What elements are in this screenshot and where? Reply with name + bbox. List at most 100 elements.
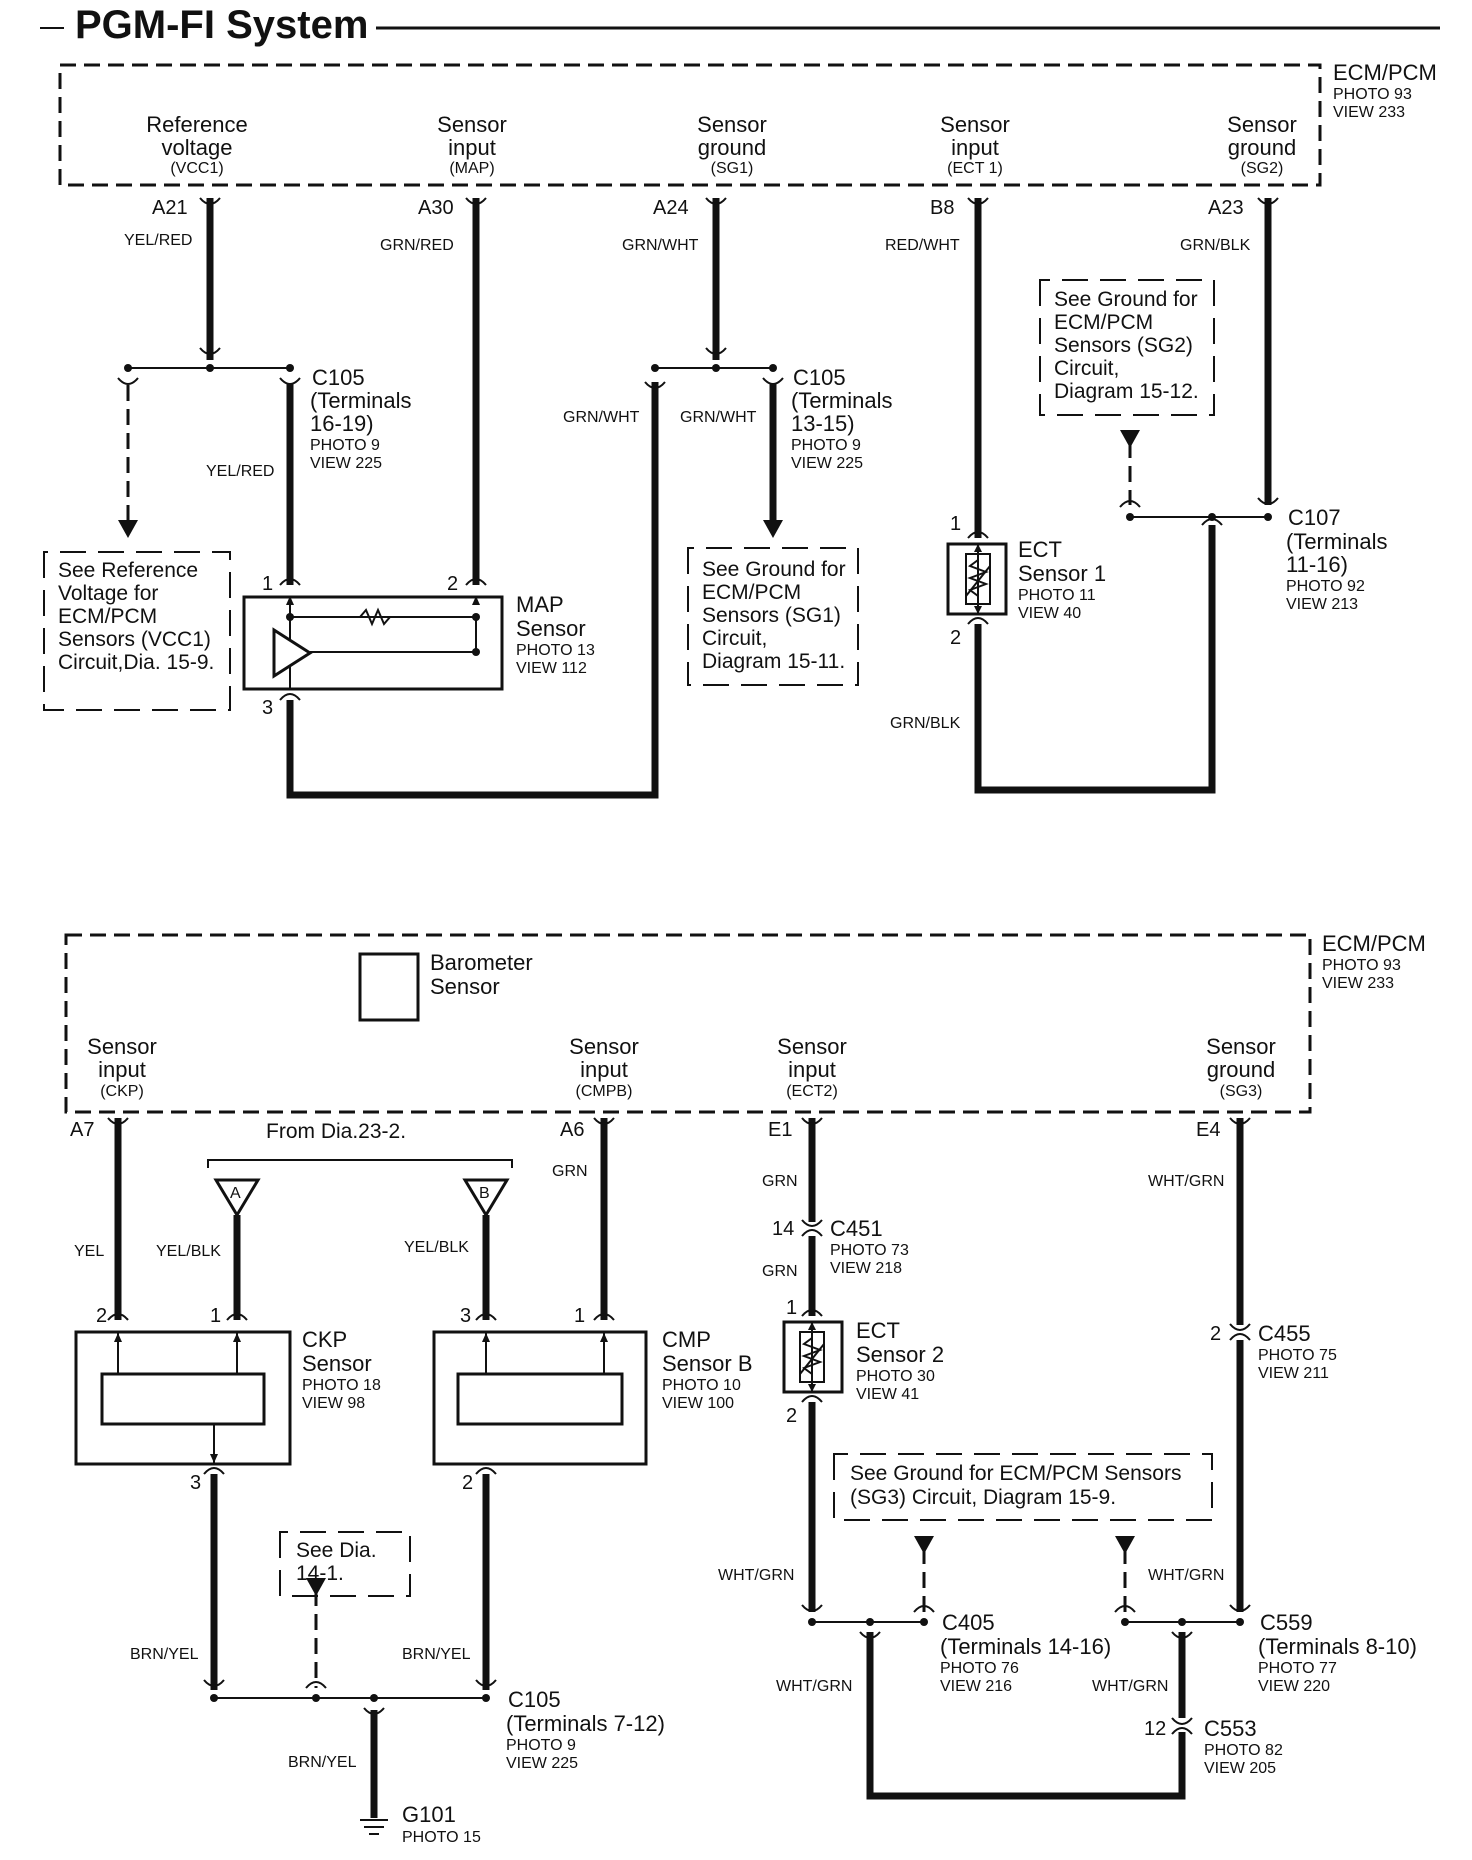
terminal-label-sg2: Sensor ground (SG2) — [1227, 112, 1297, 177]
svg-text:MAP: MAP — [516, 592, 564, 617]
from-dia-label: From Dia.23-2. — [266, 1120, 406, 1143]
wire-label-grn-wht-left: GRN/WHT — [563, 409, 640, 426]
connector-c455: C455 PHOTO 75 VIEW 211 — [1258, 1321, 1337, 1382]
svg-text:VIEW 220: VIEW 220 — [1258, 1678, 1330, 1695]
svg-text:(Terminals 8-10): (Terminals 8-10) — [1258, 1634, 1417, 1659]
wire-label-ect2-ground: WHT/GRN — [718, 1567, 794, 1584]
wire-label-c405-left: WHT/GRN — [776, 1678, 852, 1695]
terminal-label-ckp: Sensor input (CKP) — [87, 1034, 157, 1100]
svg-text:CMP: CMP — [662, 1327, 711, 1352]
cmp-pin-2: 2 — [462, 1472, 473, 1494]
svg-text:input: input — [788, 1057, 836, 1082]
connector-c105-7-12: C105 (Terminals 7-12) PHOTO 9 VIEW 225 — [506, 1687, 665, 1772]
svg-text:PHOTO 9: PHOTO 9 — [506, 1737, 576, 1754]
svg-text:PHOTO 76: PHOTO 76 — [940, 1660, 1019, 1677]
svg-text:Sensors (SG2): Sensors (SG2) — [1054, 334, 1193, 357]
wire-conn-a — [226, 1215, 248, 1321]
svg-text:PHOTO 18: PHOTO 18 — [302, 1377, 381, 1394]
svg-text:ECT: ECT — [856, 1318, 900, 1343]
pin-a6: A6 — [560, 1119, 584, 1141]
svg-text:(CKP): (CKP) — [100, 1083, 144, 1100]
svg-text:Sensor: Sensor — [569, 1034, 639, 1059]
wire-label-a21: YEL/RED — [124, 232, 192, 249]
wire-ckp-cmp-ground — [203, 1467, 497, 1835]
svg-text:CKP: CKP — [302, 1327, 347, 1352]
svg-text:ECM/PCM: ECM/PCM — [58, 605, 157, 628]
ckp-pin-1: 1 — [210, 1305, 221, 1327]
svg-text:ECM/PCM: ECM/PCM — [1322, 931, 1426, 956]
svg-text:See Ground for: See Ground for — [702, 558, 846, 581]
svg-text:PHOTO 13: PHOTO 13 — [516, 642, 595, 659]
svg-text:(ECT 1): (ECT 1) — [947, 160, 1003, 177]
svg-text:Barometer: Barometer — [430, 950, 533, 975]
svg-text:C553: C553 — [1204, 1716, 1257, 1741]
ect1-pin-1: 1 — [950, 513, 961, 535]
svg-text:PHOTO 9: PHOTO 9 — [791, 437, 861, 454]
wire-label-a24: GRN/WHT — [622, 237, 699, 254]
terminal-label-cmpb: Sensor input (CMPB) — [569, 1034, 639, 1100]
svg-text:(VCC1): (VCC1) — [170, 160, 223, 177]
svg-text:input: input — [448, 135, 496, 160]
ecm-pcm-label-top: ECM/PCM PHOTO 93 VIEW 233 — [1333, 60, 1437, 121]
map-sensor — [242, 595, 504, 691]
ect2-pin-2: 2 — [786, 1405, 797, 1427]
svg-text:(ECT2): (ECT2) — [786, 1083, 838, 1100]
svg-text:PHOTO 9: PHOTO 9 — [310, 437, 380, 454]
svg-text:input: input — [580, 1057, 628, 1082]
svg-text:G101: G101 — [402, 1802, 456, 1827]
wire-label-a7: YEL — [74, 1243, 104, 1260]
svg-text:PHOTO 93: PHOTO 93 — [1333, 86, 1412, 103]
map-pin-1: 1 — [262, 573, 273, 595]
wire-label-conn-a: YEL/BLK — [156, 1243, 221, 1260]
wire-a7 — [107, 1117, 129, 1321]
svg-text:Sensor B: Sensor B — [662, 1351, 753, 1376]
svg-text:14-1.: 14-1. — [296, 1562, 344, 1585]
pin-e4: E4 — [1196, 1119, 1220, 1141]
c451-pin: 14 — [772, 1218, 794, 1240]
svg-text:Sensor 2: Sensor 2 — [856, 1342, 944, 1367]
connector-c107: C107 (Terminals 11-16) PHOTO 92 VIEW 213 — [1286, 505, 1387, 613]
svg-text:(Terminals 7-12): (Terminals 7-12) — [506, 1711, 665, 1736]
ckp-sensor — [74, 1330, 292, 1466]
wire-label-cmp-ground: BRN/YEL — [402, 1646, 471, 1663]
svg-text:B: B — [479, 1185, 490, 1202]
svg-text:VIEW 218: VIEW 218 — [830, 1260, 902, 1277]
note-vcc1: See Reference Voltage for ECM/PCM Sensor… — [43, 551, 231, 711]
ckp-pin-2: 2 — [96, 1305, 107, 1327]
svg-text:Sensor: Sensor — [777, 1034, 847, 1059]
svg-text:VIEW 225: VIEW 225 — [791, 455, 863, 472]
svg-text:input: input — [951, 135, 999, 160]
svg-text:ground: ground — [1207, 1057, 1276, 1082]
wire-conn-b — [475, 1215, 497, 1321]
wire-a30 — [465, 197, 487, 586]
svg-text:PHOTO 82: PHOTO 82 — [1204, 1742, 1283, 1759]
svg-text:C105: C105 — [508, 1687, 561, 1712]
note-sg2: See Ground for ECM/PCM Sensors (SG2) Cir… — [1039, 279, 1215, 416]
svg-text:(Terminals: (Terminals — [1286, 529, 1387, 554]
svg-text:C559: C559 — [1260, 1610, 1313, 1635]
barometer-sensor-box — [358, 952, 420, 1022]
svg-text:Sensor: Sensor — [516, 616, 586, 641]
svg-text:Sensor: Sensor — [430, 974, 500, 999]
map-pin-3: 3 — [262, 697, 273, 719]
wire-label-a30: GRN/RED — [380, 237, 454, 254]
svg-text:ECM/PCM: ECM/PCM — [702, 581, 801, 604]
ect-sensor-1 — [946, 542, 1008, 616]
note-dia14: See Dia. 14-1. — [279, 1531, 411, 1597]
wire-a24 — [651, 197, 784, 538]
connector-c105-16-19: C105 (Terminals 16-19) PHOTO 9 VIEW 225 — [310, 365, 411, 472]
terminal-label-vcc1: Reference voltage (VCC1) — [146, 112, 248, 177]
cmp-pin-1: 1 — [574, 1305, 585, 1327]
cmp-pin-3: 3 — [460, 1305, 471, 1327]
wire-label-c559-left: WHT/GRN — [1092, 1678, 1168, 1695]
svg-text:Reference: Reference — [146, 112, 248, 137]
from-dia-bracket — [207, 1159, 513, 1168]
svg-text:PHOTO 11: PHOTO 11 — [1018, 587, 1096, 604]
svg-text:PHOTO 10: PHOTO 10 — [662, 1377, 741, 1394]
wire-label-c451-below: GRN — [762, 1263, 798, 1280]
svg-text:ECT: ECT — [1018, 537, 1062, 562]
svg-text:Sensor: Sensor — [940, 112, 1010, 137]
terminal-label-map: Sensor input (MAP) — [437, 112, 507, 177]
svg-text:Sensor: Sensor — [437, 112, 507, 137]
ect-sensor-2 — [782, 1320, 844, 1394]
